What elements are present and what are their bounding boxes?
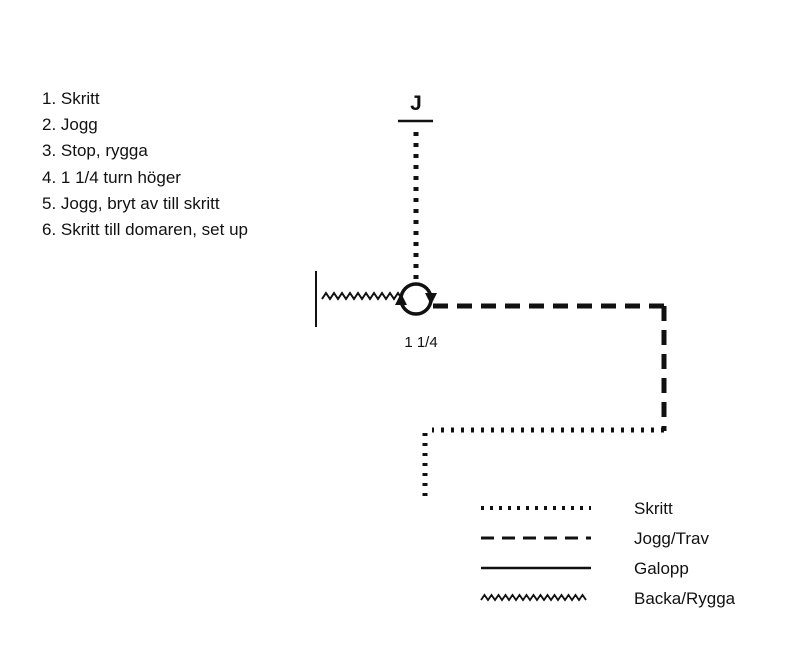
- instruction-step-2: 2. Jogg: [42, 115, 98, 134]
- legend-label-backa-rygga: Backa/Rygga: [634, 589, 736, 608]
- legend-row-skritt: Skritt: [481, 499, 673, 518]
- instruction-step-3: 3. Stop, rygga: [42, 141, 148, 160]
- legend-label-galopp: Galopp: [634, 559, 689, 578]
- legend-row-jogg-trav: Jogg/Trav: [481, 529, 709, 548]
- back-zigzag-line: [321, 291, 403, 301]
- legend-label-jogg-trav: Jogg/Trav: [634, 529, 709, 548]
- legend-label-skritt: Skritt: [634, 499, 673, 518]
- legend: Skritt Jogg/Trav Galopp Backa/Rygga: [480, 499, 736, 608]
- judge-label: J: [410, 92, 422, 115]
- instruction-step-1: 1. Skritt: [42, 89, 100, 108]
- judge-marker: J: [398, 92, 433, 123]
- instruction-step-4: 4. 1 1/4 turn höger: [42, 168, 181, 187]
- turn-arrow-bottom-icon: [395, 293, 433, 316]
- turn-symbol: [395, 282, 437, 316]
- legend-row-galopp: Galopp: [481, 559, 689, 578]
- legend-row-backa-rygga: Backa/Rygga: [480, 589, 736, 608]
- instruction-list: 1. Skritt 2. Jogg 3. Stop, rygga 4. 1 1/…: [42, 89, 248, 239]
- instruction-step-6: 6. Skritt till domaren, set up: [42, 220, 248, 239]
- turn-label: 1 1/4: [404, 334, 437, 351]
- instruction-step-5: 5. Jogg, bryt av till skritt: [42, 194, 220, 213]
- legend-zigzag-line-icon: [480, 593, 587, 602]
- turn-arrow-top-icon: [399, 282, 437, 305]
